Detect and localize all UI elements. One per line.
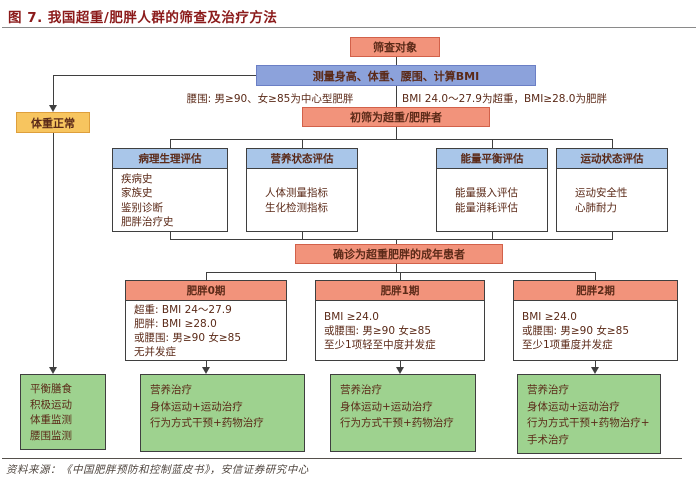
flow-connector	[396, 57, 397, 65]
criteria-waist-label: 腰围: 男≥90、女≥85为中心型肥胖	[186, 93, 354, 105]
criteria-bmi-label: BMI 24.0～27.9为超重，BMI≥28.0为肥胖	[402, 93, 607, 105]
flow-connector	[400, 272, 401, 280]
flow-connector	[612, 139, 613, 148]
flow-connector	[492, 139, 493, 148]
flow-connector	[170, 239, 613, 240]
flow-connector	[492, 232, 493, 239]
source-note: 资料来源：《中国肥胖预防和控制蓝皮书》，安信证券研究中心	[6, 464, 309, 476]
normal-weight-plan-box: 平衡膳食 积极运动 体重监测 腰围监测	[20, 374, 106, 450]
figure-title: 图 7. 我国超重/肥胖人群的筛查及治疗方法	[8, 10, 278, 26]
assessment-header: 病理生理评估	[113, 149, 227, 169]
flow-connector	[396, 127, 397, 139]
flow-connector	[612, 232, 613, 239]
assessment-items: 运动安全性 心肺耐力	[575, 187, 628, 214]
flow-connector	[396, 239, 397, 244]
assessment-items: 能量摄入评估 能量消耗评估	[455, 187, 518, 214]
measure-box: 测量身高、体重、腰围、计算BMI	[256, 65, 536, 86]
assessment-items: 疾病史 家族史 鉴别诊断 肥胖治疗史	[121, 172, 174, 229]
stage-card-1: 肥胖1期 BMI ≥24.0 或腰围: 男≥90 女≥85 至少1项轻至中度并发…	[315, 280, 485, 361]
assessment-card-pathophysiology: 病理生理评估 疾病史 家族史 鉴别诊断 肥胖治疗史	[112, 148, 228, 232]
stage-header: 肥胖1期	[316, 281, 484, 301]
flow-connector	[396, 264, 397, 272]
stage-header: 肥胖0期	[126, 281, 286, 301]
diagnosis-box: 确诊为超重肥胖的成年患者	[295, 244, 503, 264]
assessment-items: 人体测量指标 生化检测指标	[265, 187, 328, 214]
flow-connector	[53, 133, 54, 367]
flow-connector	[595, 272, 596, 280]
flow-connector	[170, 139, 171, 148]
flow-connector	[206, 361, 207, 368]
arrow-down-icon	[396, 367, 404, 374]
stage-criteria: BMI ≥24.0 或腰围: 男≥90 女≥85 至少1项轻至中度并发症	[324, 311, 436, 351]
flow-connector	[206, 272, 596, 273]
flow-connector	[170, 232, 171, 239]
title-divider	[2, 27, 696, 28]
stage-header: 肥胖2期	[514, 281, 677, 301]
flow-connector	[302, 232, 303, 239]
treatment-box-stage-0: 营养治疗 身体运动+运动治疗 行为方式干预+药物治疗	[140, 374, 305, 452]
assessment-header: 能量平衡评估	[437, 149, 547, 169]
arrow-down-icon	[49, 367, 57, 374]
stage-criteria: 超重: BMI 24～27.9 肥胖: BMI ≥28.0 或腰围: 男≥90 …	[134, 304, 242, 358]
flow-connector	[400, 361, 401, 368]
initial-screen-box: 初筛为超重/肥胖者	[302, 107, 490, 127]
assessment-header: 营养状态评估	[247, 149, 357, 169]
flow-connector	[53, 75, 256, 76]
assessment-card-nutrition: 营养状态评估 人体测量指标 生化检测指标	[246, 148, 358, 232]
assessment-card-energy: 能量平衡评估 能量摄入评估 能量消耗评估	[436, 148, 548, 232]
assessment-header: 运动状态评估	[557, 149, 667, 169]
arrow-down-icon	[591, 367, 599, 374]
flow-connector	[53, 75, 54, 106]
normal-weight-box: 体重正常	[16, 112, 90, 133]
assessment-card-exercise: 运动状态评估 运动安全性 心肺耐力	[556, 148, 668, 232]
flow-connector	[396, 86, 397, 107]
arrow-down-icon	[202, 367, 210, 374]
flow-connector	[206, 272, 207, 280]
arrow-down-icon	[49, 105, 57, 112]
source-divider	[2, 458, 682, 459]
treatment-box-stage-1: 营养治疗 身体运动+运动治疗 行为方式干预+药物治疗	[330, 374, 476, 452]
flow-connector	[302, 139, 303, 148]
stage-criteria: BMI ≥24.0 或腰围: 男≥90 女≥85 至少1项重度并发症	[522, 311, 630, 351]
flow-connector	[595, 361, 596, 368]
stage-card-2: 肥胖2期 BMI ≥24.0 或腰围: 男≥90 女≥85 至少1项重度并发症	[513, 280, 678, 361]
stage-card-0: 肥胖0期 超重: BMI 24～27.9 肥胖: BMI ≥28.0 或腰围: …	[125, 280, 287, 361]
screening-target-box: 筛查对象	[350, 37, 440, 57]
treatment-box-stage-2: 营养治疗 身体运动+运动治疗 行为方式干预+药物治疗+ 手术治疗	[517, 374, 661, 454]
flow-connector	[170, 139, 613, 140]
